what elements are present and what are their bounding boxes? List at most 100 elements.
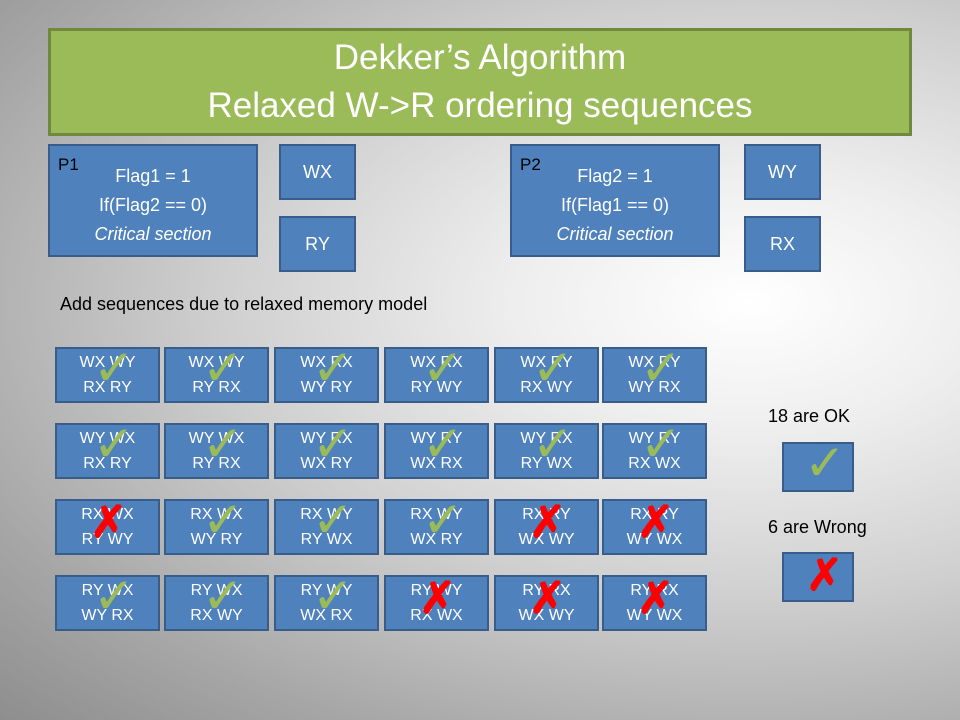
p1-op-write: WX	[279, 144, 356, 200]
check-icon: ✓	[532, 416, 574, 472]
sequence-second-pair: WX RX	[410, 455, 463, 472]
check-icon: ✓	[93, 340, 135, 396]
sequence-second-pair: WX RY	[410, 531, 463, 548]
p2-flag-set: Flag2 = 1	[577, 166, 653, 186]
sequence-first-pair: RY WY	[300, 582, 353, 599]
sequence-second-pair: WY RY	[190, 531, 243, 548]
sequence-first-pair: WY RY	[628, 430, 681, 447]
legend-wrong-label: 6 are Wrong	[768, 517, 867, 537]
sequence-first-pair: WY WX	[79, 430, 136, 447]
cross-icon: ✗	[806, 551, 843, 600]
cross-icon: ✗	[637, 498, 674, 547]
sequence-second-pair: RY WY	[81, 531, 134, 548]
sequence-second-pair: WY WX	[626, 607, 683, 624]
sequence-box: RX RY WY WX✗	[602, 499, 707, 555]
check-icon: ✓	[202, 340, 244, 396]
legend-ok-box: ✓	[782, 438, 854, 492]
sequence-first-pair: RY RX	[522, 582, 571, 599]
sequence-first-pair: RX WX	[81, 506, 134, 523]
legend-ok-label: 18 are OK	[768, 406, 851, 426]
check-icon: ✓	[312, 416, 354, 472]
p1-box: P1 Flag1 = 1 If(Flag2 == 0) Critical sec…	[48, 144, 258, 257]
sequence-second-pair: RX RY	[83, 455, 132, 472]
sequence-first-pair: RY WX	[81, 582, 134, 599]
sequence-first-pair: RX WY	[300, 506, 353, 523]
check-icon: ✓	[93, 568, 135, 624]
p2-op-read: RX	[744, 216, 821, 272]
cross-icon: ✗	[90, 498, 127, 547]
check-icon: ✓	[202, 568, 244, 624]
sequence-second-pair: WX RY	[300, 455, 353, 472]
sequence-box: WX WY RY RX✓	[164, 343, 269, 403]
sequence-first-pair: WX RX	[410, 354, 463, 371]
sequence-first-pair: WY RX	[520, 430, 573, 447]
sequence-second-pair: RX WY	[520, 379, 573, 396]
sequence-second-pair: RY WX	[300, 531, 353, 548]
sequence-box: RX WY RY WX✓	[274, 495, 379, 555]
sequence-second-pair: RY RX	[192, 455, 241, 472]
sequence-first-pair: RX WX	[190, 506, 243, 523]
sequence-second-pair: WY RY	[300, 379, 353, 396]
p2-label: P2	[520, 155, 541, 174]
check-icon: ✓	[422, 416, 464, 472]
check-icon: ✓	[312, 492, 354, 548]
check-icon: ✓	[93, 416, 135, 472]
sequence-box: RY WX WY RX✓	[55, 571, 160, 631]
cross-icon: ✗	[529, 498, 566, 547]
sequence-first-pair: WY RX	[300, 430, 353, 447]
p1-critical-section: Critical section	[94, 224, 212, 244]
sequence-box: RX WX RY WY✗	[55, 499, 160, 555]
p1-label: P1	[58, 155, 79, 174]
p2-critical-section: Critical section	[556, 224, 674, 244]
sequence-first-pair: RX RY	[522, 506, 571, 523]
sequence-second-pair: RX WY	[190, 607, 243, 624]
p2-op-write: WY	[744, 144, 821, 200]
sequence-second-pair: RY WY	[410, 379, 463, 396]
sequence-first-pair: WX WY	[79, 354, 136, 371]
sequence-second-pair: RY WX	[520, 455, 573, 472]
sequence-second-pair: WX WY	[518, 531, 575, 548]
legend-wrong-box: ✗	[782, 552, 854, 602]
p1-flag-set: Flag1 = 1	[115, 166, 191, 186]
sequence-box: WY RY WX RX✓	[384, 419, 489, 479]
sequence-box: WY RX RY WX✓	[494, 419, 599, 479]
check-icon: ✓	[422, 340, 464, 396]
p2-condition: If(Flag1 == 0)	[560, 195, 670, 215]
sequence-first-pair: WX RX	[300, 354, 353, 371]
title-line-2: Relaxed W->R ordering sequences	[207, 86, 753, 125]
sequence-first-pair: RY WX	[190, 582, 243, 599]
title-line-1: Dekker’s Algorithm	[333, 38, 627, 77]
relaxed-note: Add sequences due to relaxed memory mode…	[60, 294, 428, 314]
check-icon: ✓	[202, 416, 244, 472]
sequence-first-pair: WX RY	[520, 354, 573, 371]
check-icon: ✓	[640, 416, 682, 472]
sequence-box: WY RX WX RY✓	[274, 419, 379, 479]
cross-icon: ✗	[637, 574, 674, 623]
p1-condition: If(Flag2 == 0)	[98, 195, 208, 215]
sequence-box: RY RX WY WX✗	[602, 575, 707, 631]
sequence-first-pair: RX RY	[630, 506, 679, 523]
check-icon: ✓	[202, 492, 244, 548]
check-icon: ✓	[804, 435, 846, 491]
sequence-first-pair: RY WY	[410, 582, 463, 599]
sequence-second-pair: WY RX	[81, 607, 134, 624]
sequence-box: RX RY WX WY✗	[494, 499, 599, 555]
sequence-second-pair: WX WY	[518, 607, 575, 624]
cross-icon: ✗	[529, 574, 566, 623]
sequence-second-pair: RY RX	[192, 379, 241, 396]
sequence-box: WY WX RX RY✓	[55, 419, 160, 479]
sequence-first-pair: RX WY	[410, 506, 463, 523]
sequence-second-pair: WY WX	[626, 531, 683, 548]
sequence-first-pair: WY RY	[410, 430, 463, 447]
cross-icon: ✗	[419, 574, 456, 623]
sequence-box: RY RX WX WY✗	[494, 575, 599, 631]
sequence-first-pair: WX WY	[188, 354, 245, 371]
sequence-first-pair: RY RX	[630, 582, 679, 599]
